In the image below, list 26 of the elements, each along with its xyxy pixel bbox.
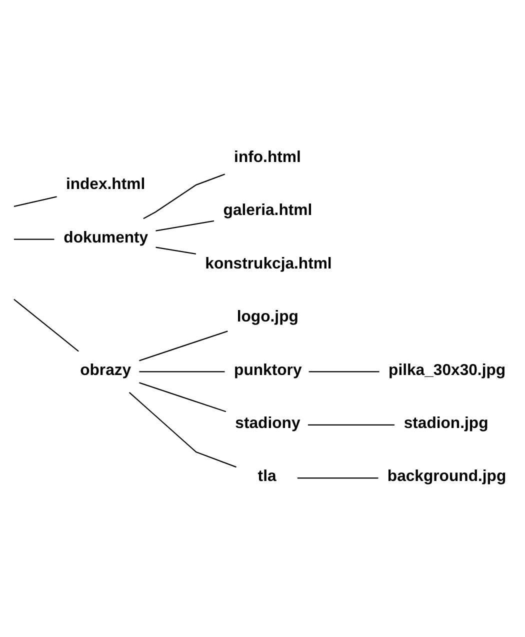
connector <box>139 371 225 372</box>
connector <box>308 371 380 372</box>
node-text: pilka_30x30.jpg <box>388 362 506 379</box>
node-text: konstrukcja.html <box>205 255 332 272</box>
connector <box>14 196 57 207</box>
node-text: stadiony <box>235 414 300 432</box>
connector <box>139 330 228 362</box>
node-text: punktory <box>234 362 302 379</box>
node-text: galeria.html <box>223 202 312 220</box>
node-text: stadion.jpg <box>404 414 488 432</box>
connector <box>156 220 214 232</box>
connector <box>308 424 394 426</box>
connector <box>14 238 54 240</box>
connector <box>128 392 236 468</box>
node-text: tla <box>258 468 276 486</box>
node-text: dokumenty <box>64 229 148 246</box>
connector <box>143 174 226 220</box>
connector <box>14 298 79 352</box>
node-text: obrazy <box>80 362 132 379</box>
node-text: logo.jpg <box>236 308 298 326</box>
connector <box>156 246 196 254</box>
connector <box>139 382 226 412</box>
node-text: info.html <box>234 148 301 166</box>
node-text: index.html <box>66 176 146 194</box>
connector <box>297 478 378 479</box>
node-text: background.jpg <box>387 468 506 486</box>
